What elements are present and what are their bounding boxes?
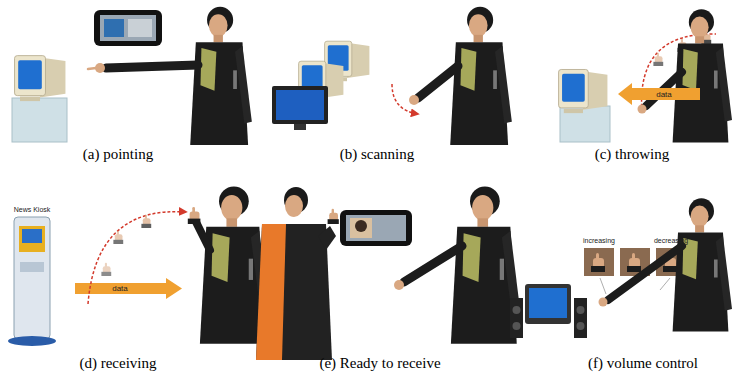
panel-e-art-shape	[285, 195, 303, 217]
panel-e-art-shape	[256, 224, 286, 360]
panel-d-art-shape	[19, 226, 45, 252]
panel-d-art-shape	[14, 217, 50, 339]
panel-e-art-shape	[340, 210, 412, 246]
panel-e-art-shape	[394, 280, 404, 290]
panel-d-art	[8, 186, 270, 346]
panel-c-art-shape	[653, 53, 663, 66]
panel-e-art	[256, 186, 521, 360]
panel-f-art-shape	[627, 253, 641, 272]
panel-b-art-shape	[392, 84, 418, 114]
panel-d-art-shape	[20, 262, 44, 272]
panel-c-art-shape	[559, 69, 608, 113]
panel-b-art-shape	[450, 7, 512, 145]
panel-a-art-shape	[94, 10, 162, 46]
panel-b-art-shape	[409, 95, 419, 105]
panel-d-art-shape	[75, 278, 182, 299]
panel-f-art-shape	[577, 306, 585, 314]
panel-f-art-shape	[574, 298, 587, 338]
panel-f-art-shape	[599, 298, 608, 307]
panel-f-art-shape	[591, 253, 605, 272]
panel-a-art-shape	[104, 19, 124, 37]
panel-f-art-shape	[673, 198, 732, 331]
panel-d-art-shape	[141, 215, 151, 228]
panel-a-art-shape	[15, 56, 66, 101]
panel-d-art-shape	[22, 229, 42, 243]
panel-a-art-shape	[106, 65, 198, 68]
panel-caption: (c) throwing	[595, 147, 670, 162]
panel-a-art	[12, 7, 252, 145]
panel-d-art-shape	[113, 231, 123, 244]
panel-b-art-shape	[272, 86, 328, 124]
panel-caption: (f) volume control	[588, 356, 698, 371]
panel-f-art-shape	[577, 322, 585, 330]
panel-a-art-shape	[12, 98, 67, 142]
panel-e-art-shape	[256, 224, 332, 360]
panel-caption: (b) scanning	[340, 147, 415, 162]
panel-caption: (a) pointing	[83, 147, 153, 162]
panel-c-art-shape	[638, 105, 647, 114]
panel-b-art	[272, 7, 512, 145]
panel-d-art-shape	[88, 212, 186, 304]
panel-c-art	[559, 9, 732, 142]
panel-f-art-shape	[608, 246, 682, 300]
panel-e-art-shape	[318, 226, 336, 250]
panel-f-art-shape	[510, 298, 523, 338]
panel-caption: (e) Ready to receive	[319, 356, 440, 371]
arrow-label: data	[656, 91, 672, 99]
panel-f-art-shape	[525, 284, 571, 324]
panel-e-art-shape	[346, 215, 406, 241]
panel-b-art-shape	[276, 90, 324, 120]
panel-c-art-shape	[618, 83, 700, 105]
panel-b-art-shape	[418, 66, 458, 98]
panel-f-art-shape	[513, 322, 521, 330]
panel-a-art-shape	[128, 19, 152, 37]
panel-e-art-shape	[350, 218, 372, 238]
panel-f-art-shape	[529, 288, 567, 318]
panel-d-art-shape	[196, 222, 210, 250]
gesture-label: increasing	[583, 237, 615, 244]
gesture-label: decreasing	[654, 237, 688, 244]
panel-a-art-shape	[100, 15, 156, 41]
panel-f-art	[510, 198, 732, 338]
panel-caption: (d) receiving	[79, 356, 156, 371]
panel-e-art-shape	[404, 246, 462, 282]
panel-b-art-shape	[294, 124, 306, 130]
panel-d-art-shape	[101, 263, 111, 276]
panel-a-art-shape	[88, 68, 96, 69]
panel-e-art-shape	[328, 209, 339, 224]
panel-d-art-shape	[8, 336, 56, 346]
panel-f-art-shape	[600, 278, 606, 294]
panel-f-art-shape	[660, 278, 670, 290]
panel-d-art-shape	[188, 207, 201, 224]
arrow-label: data	[112, 285, 128, 293]
panel-a-art-shape	[190, 7, 252, 145]
kiosk-label: News Kiosk	[14, 206, 51, 213]
panel-e-art-shape	[355, 220, 367, 232]
panel-f-art-shape	[513, 306, 521, 314]
panel-f-art-shape	[584, 248, 614, 276]
